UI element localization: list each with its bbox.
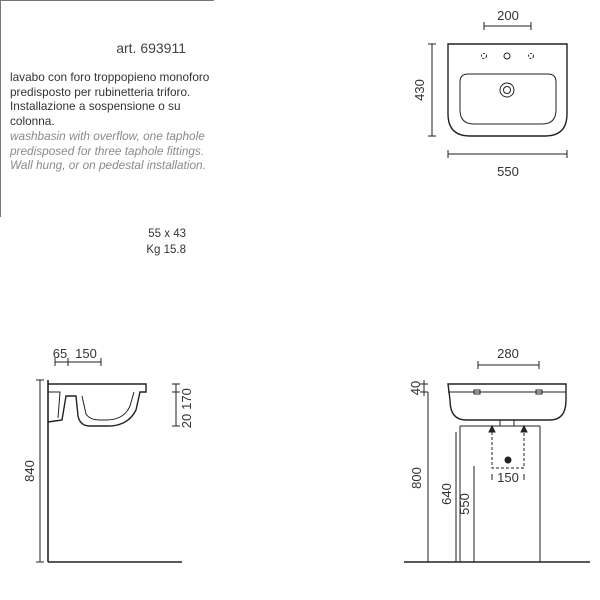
- front-dim-550: 550: [457, 493, 472, 515]
- top-dim-width: 550: [497, 164, 519, 179]
- frame-top-line: [0, 0, 214, 1]
- front-dim-150: 150: [497, 470, 519, 485]
- size-weight-block: 55 x 43 Kg 15.8: [120, 226, 186, 258]
- article-number: art. 693911: [116, 40, 186, 56]
- top-view: [428, 22, 568, 158]
- description-italian: lavabo con foro troppopieno monoforo pre…: [10, 70, 210, 129]
- side-dim-20: 20: [179, 414, 194, 428]
- side-dim-150: 150: [75, 346, 97, 361]
- product-description: lavabo con foro troppopieno monoforo pre…: [10, 70, 210, 173]
- weight-text: Kg 15.8: [146, 244, 186, 256]
- top-dim-taps: 200: [497, 8, 519, 23]
- front-dim-640: 640: [439, 483, 454, 505]
- front-dim-40: 40: [408, 381, 423, 395]
- side-dim-840: 840: [22, 460, 37, 482]
- side-dim-170: 170: [179, 388, 194, 410]
- front-view: [404, 361, 590, 563]
- side-view: [36, 358, 182, 563]
- description-english: washbasin with overflow, one taphole pre…: [10, 128, 206, 173]
- top-dim-depth: 430: [412, 79, 427, 101]
- side-dim-65: 65: [53, 346, 67, 361]
- size-text: 55 x 43: [148, 228, 186, 240]
- front-dim-280: 280: [497, 346, 519, 361]
- front-dim-800: 800: [409, 467, 424, 489]
- frame-divider-line: [0, 1, 1, 217]
